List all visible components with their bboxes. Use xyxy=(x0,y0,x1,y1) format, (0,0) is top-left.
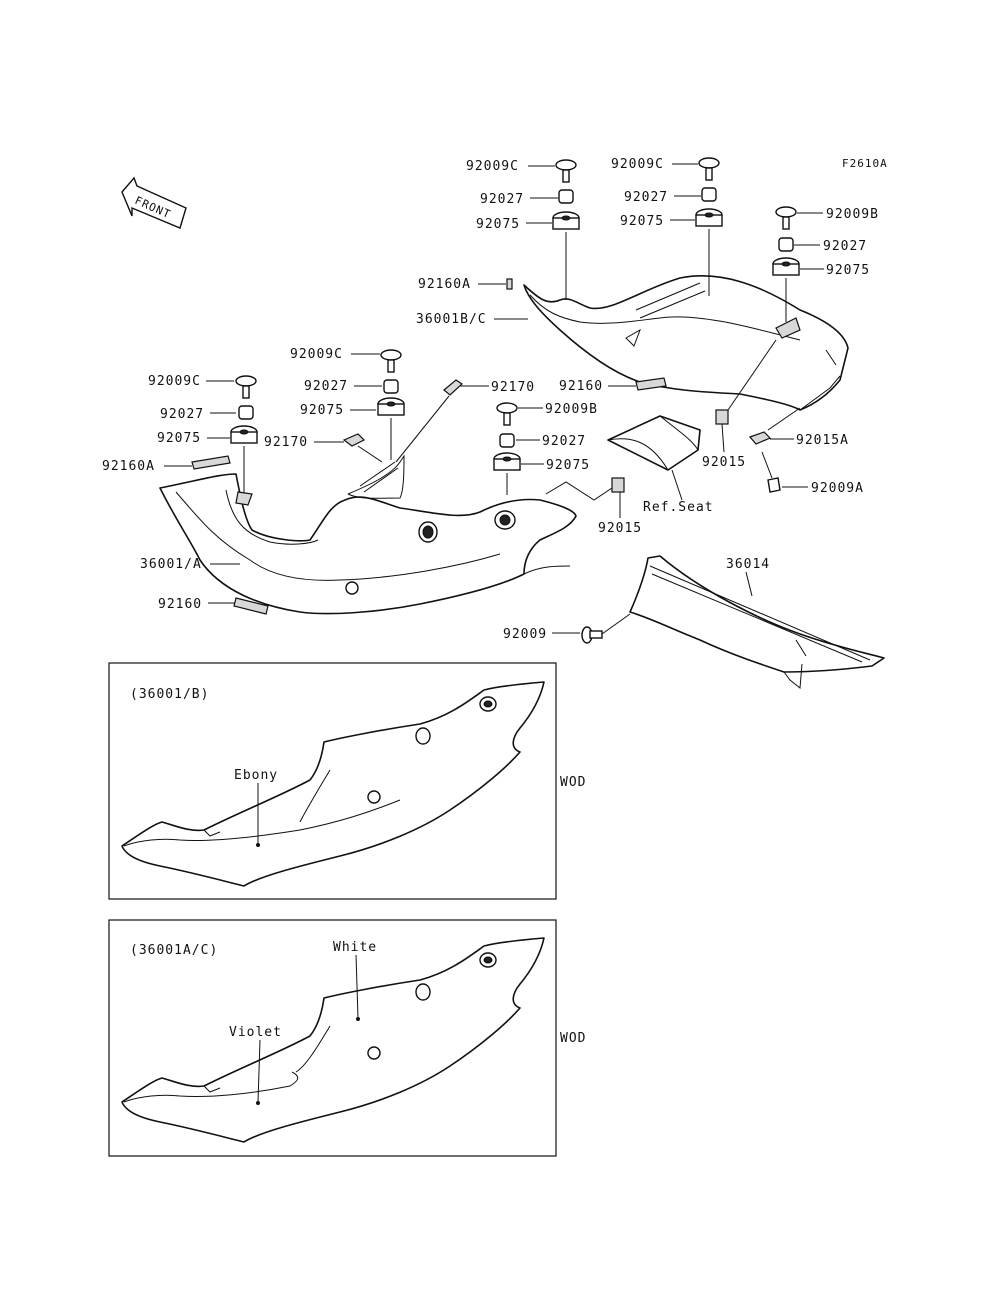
label-92027-6: 92027 xyxy=(542,434,586,449)
collar-92027-b xyxy=(701,187,717,202)
collar-92027-c xyxy=(778,237,794,252)
grommet-92075-b xyxy=(695,208,723,227)
label-92027-5: 92027 xyxy=(160,407,204,422)
label-92075-4: 92075 xyxy=(300,403,344,418)
label-92009b-1: 92009B xyxy=(826,207,879,222)
inset-ac-color-bottom: Violet xyxy=(229,1025,282,1040)
label-92027-2: 92027 xyxy=(624,190,668,205)
screw-92009a xyxy=(761,451,781,493)
label-92009b-2: 92009B xyxy=(545,402,598,417)
collar-92027-a xyxy=(558,189,574,204)
label-92075-6: 92075 xyxy=(546,458,590,473)
label-92027-1: 92027 xyxy=(480,192,524,207)
label-92015-2: 92015 xyxy=(598,521,642,536)
label-36001a: 36001/A xyxy=(140,557,202,572)
label-92009c-3: 92009C xyxy=(290,347,343,362)
bolt-92009c-d xyxy=(235,375,257,399)
label-92160-1: 92160 xyxy=(559,379,603,394)
bolt-92009c-b xyxy=(698,157,720,181)
inset-b-cover-drawing xyxy=(121,681,545,887)
inset-b-color-label: Ebony xyxy=(234,768,278,783)
inset-ac-suffix: WOD xyxy=(560,1031,586,1046)
diagram-code: F2610A xyxy=(842,157,888,170)
clip-92015-b xyxy=(611,477,625,493)
side-cover-lower xyxy=(159,454,577,615)
label-92075-1: 92075 xyxy=(476,217,520,232)
grommet-92075-e xyxy=(230,425,258,444)
bolt-92009c-c xyxy=(380,349,402,373)
inset-ac-pointer-dot-bottom xyxy=(256,1101,260,1105)
label-92009: 92009 xyxy=(503,627,547,642)
label-92160-2: 92160 xyxy=(158,597,202,612)
grommet-92075-f xyxy=(493,452,521,471)
inset-ac-cover-drawing xyxy=(121,937,545,1143)
collar-92027-e xyxy=(238,405,254,420)
label-92170-1: 92170 xyxy=(491,380,535,395)
inset-ac-color-top: White xyxy=(333,940,377,955)
label-36001bc: 36001B/C xyxy=(416,312,487,327)
grommet-92075-d xyxy=(377,397,405,416)
grommet-92075-c xyxy=(772,257,800,276)
bolt-92009c-a xyxy=(555,159,577,183)
label-92075-3: 92075 xyxy=(826,263,870,278)
label-92075-2: 92075 xyxy=(620,214,664,229)
chain-cover-36014 xyxy=(629,555,885,689)
label-92009c-4: 92009C xyxy=(148,374,201,389)
inset-frame-36001ac xyxy=(108,919,557,1157)
pad-92160-low xyxy=(233,597,269,615)
inset-ac-code: (36001A/C) xyxy=(130,943,218,958)
front-arrow-icon: FRONT xyxy=(121,176,187,229)
label-92075-5: 92075 xyxy=(157,431,201,446)
label-92009c-2: 92009C xyxy=(611,157,664,172)
label-92160a-2: 92160A xyxy=(102,459,155,474)
inset-frame-36001b xyxy=(108,662,557,900)
pad-92160-mid xyxy=(635,377,667,391)
clip-92015-a xyxy=(715,409,729,425)
collar-92027-f xyxy=(499,433,515,448)
inset-b-code: (36001/B) xyxy=(130,687,209,702)
grommet-92075-a xyxy=(552,211,580,230)
clip-92170-a xyxy=(443,379,463,396)
label-92015-1: 92015 xyxy=(702,455,746,470)
inset-b-suffix: WOD xyxy=(560,775,586,790)
label-36014: 36014 xyxy=(726,557,770,572)
label-92160a-1: 92160A xyxy=(418,277,471,292)
clip-92015a xyxy=(748,431,772,445)
label-92027-3: 92027 xyxy=(823,239,867,254)
label-92009c-1: 92009C xyxy=(466,159,519,174)
label-92009a: 92009A xyxy=(811,481,864,496)
label-ref-seat: Ref.Seat xyxy=(643,500,714,515)
label-92170-2: 92170 xyxy=(264,435,308,450)
seat-reference-part xyxy=(607,415,701,471)
label-92027-4: 92027 xyxy=(304,379,348,394)
side-cover-upper xyxy=(523,275,849,411)
label-92015a: 92015A xyxy=(796,433,849,448)
inset-b-pointer-dot xyxy=(256,843,260,847)
inset-ac-pointer-dot-top xyxy=(356,1017,360,1021)
clip-92170-b xyxy=(342,433,366,447)
bolt-92009b-b xyxy=(496,402,518,426)
pad-92160a-left xyxy=(191,455,231,470)
pad-92160a-top xyxy=(506,278,513,290)
collar-92027-d xyxy=(383,379,399,394)
bolt-92009b-a xyxy=(775,206,797,230)
bolt-92009 xyxy=(581,626,603,644)
